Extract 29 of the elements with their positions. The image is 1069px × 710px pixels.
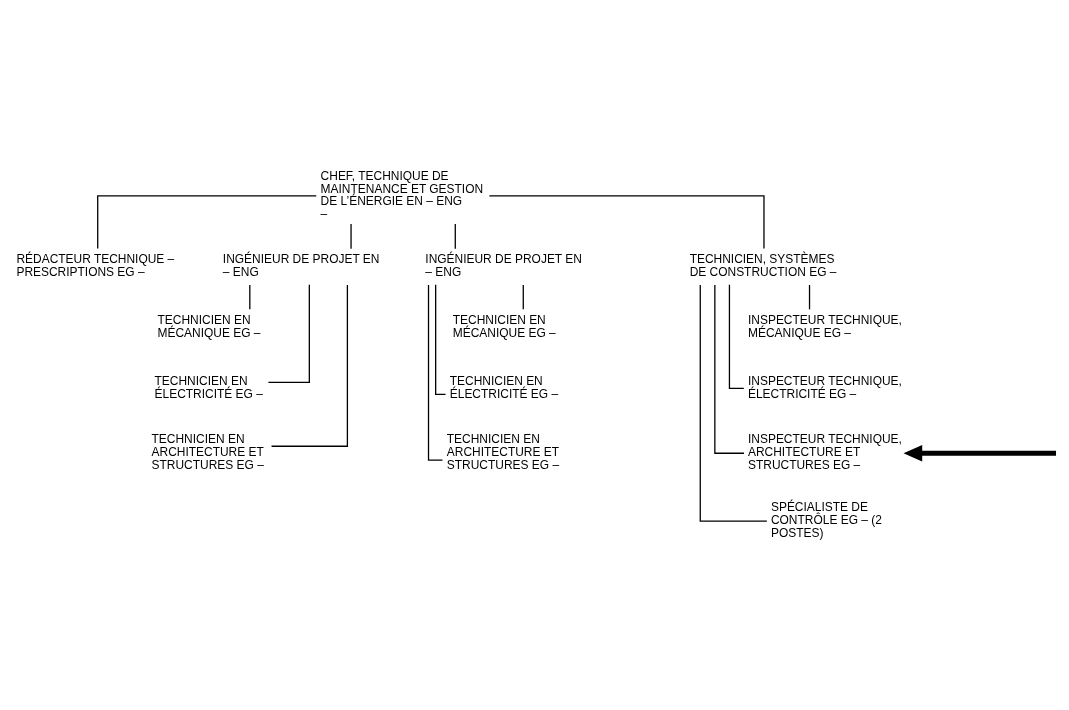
connector — [714, 284, 745, 454]
connector — [488, 195, 765, 250]
connector — [249, 284, 251, 310]
connector — [97, 195, 317, 250]
connector — [435, 284, 447, 396]
arrow — [903, 445, 1057, 462]
node-text: TECHNICIEN EN MÉCANIQUE EG – — [452, 313, 556, 341]
node-text: TECHNICIEN EN ÉLECTRICITÉ EG – — [449, 374, 559, 401]
node-text: TECHNICIEN EN ARCHITECTURE ET STRUCTURES EG – — [446, 431, 560, 472]
connector — [808, 284, 811, 310]
connector — [270, 284, 349, 447]
node-text: INGÉNIEUR DE PROJET EN – ENG — [425, 252, 582, 280]
node-text: TECHNICIEN EN ÉLECTRICITÉ EG – — [154, 374, 263, 401]
node-text: CHEF, TECHNIQUE DE MAINTENANCE ET GESTION DE L’ÉNERGIE EN – ENG – — [320, 168, 484, 222]
node-text: INGÉNIEUR DE PROJET EN – ENG — [222, 252, 380, 280]
connector — [728, 284, 745, 390]
node-text: INSPECTEUR TECHNIQUE, MÉCANIQUE EG – — [748, 313, 902, 341]
connector — [267, 284, 310, 384]
connector — [522, 284, 524, 310]
node-text: TECHNICIEN EN ARCHITECTURE ET STRUCTURES EG – — [151, 431, 264, 472]
connector — [699, 284, 768, 522]
node-text: TECHNICIEN, SYSTÈMES DE CONSTRUCTION EG – — [689, 252, 837, 280]
node-text: INSPECTEUR TECHNIQUE, ÉLECTRICITÉ EG – — [748, 374, 902, 401]
connector — [454, 223, 456, 250]
node-text: SPÉCIALISTE DE CONTRÔLE EG – (2 POSTES) — [770, 499, 882, 540]
node-text: RÉDACTEUR TECHNIQUE – PRESCRIPTIONS EG – — [16, 252, 175, 280]
connector — [350, 223, 352, 250]
node-text: INSPECTEUR TECHNIQUE, ARCHITECTURE ET STRUCTURES EG – — [748, 431, 902, 472]
node-text: TECHNICIEN EN MÉCANIQUE EG – — [157, 313, 261, 341]
